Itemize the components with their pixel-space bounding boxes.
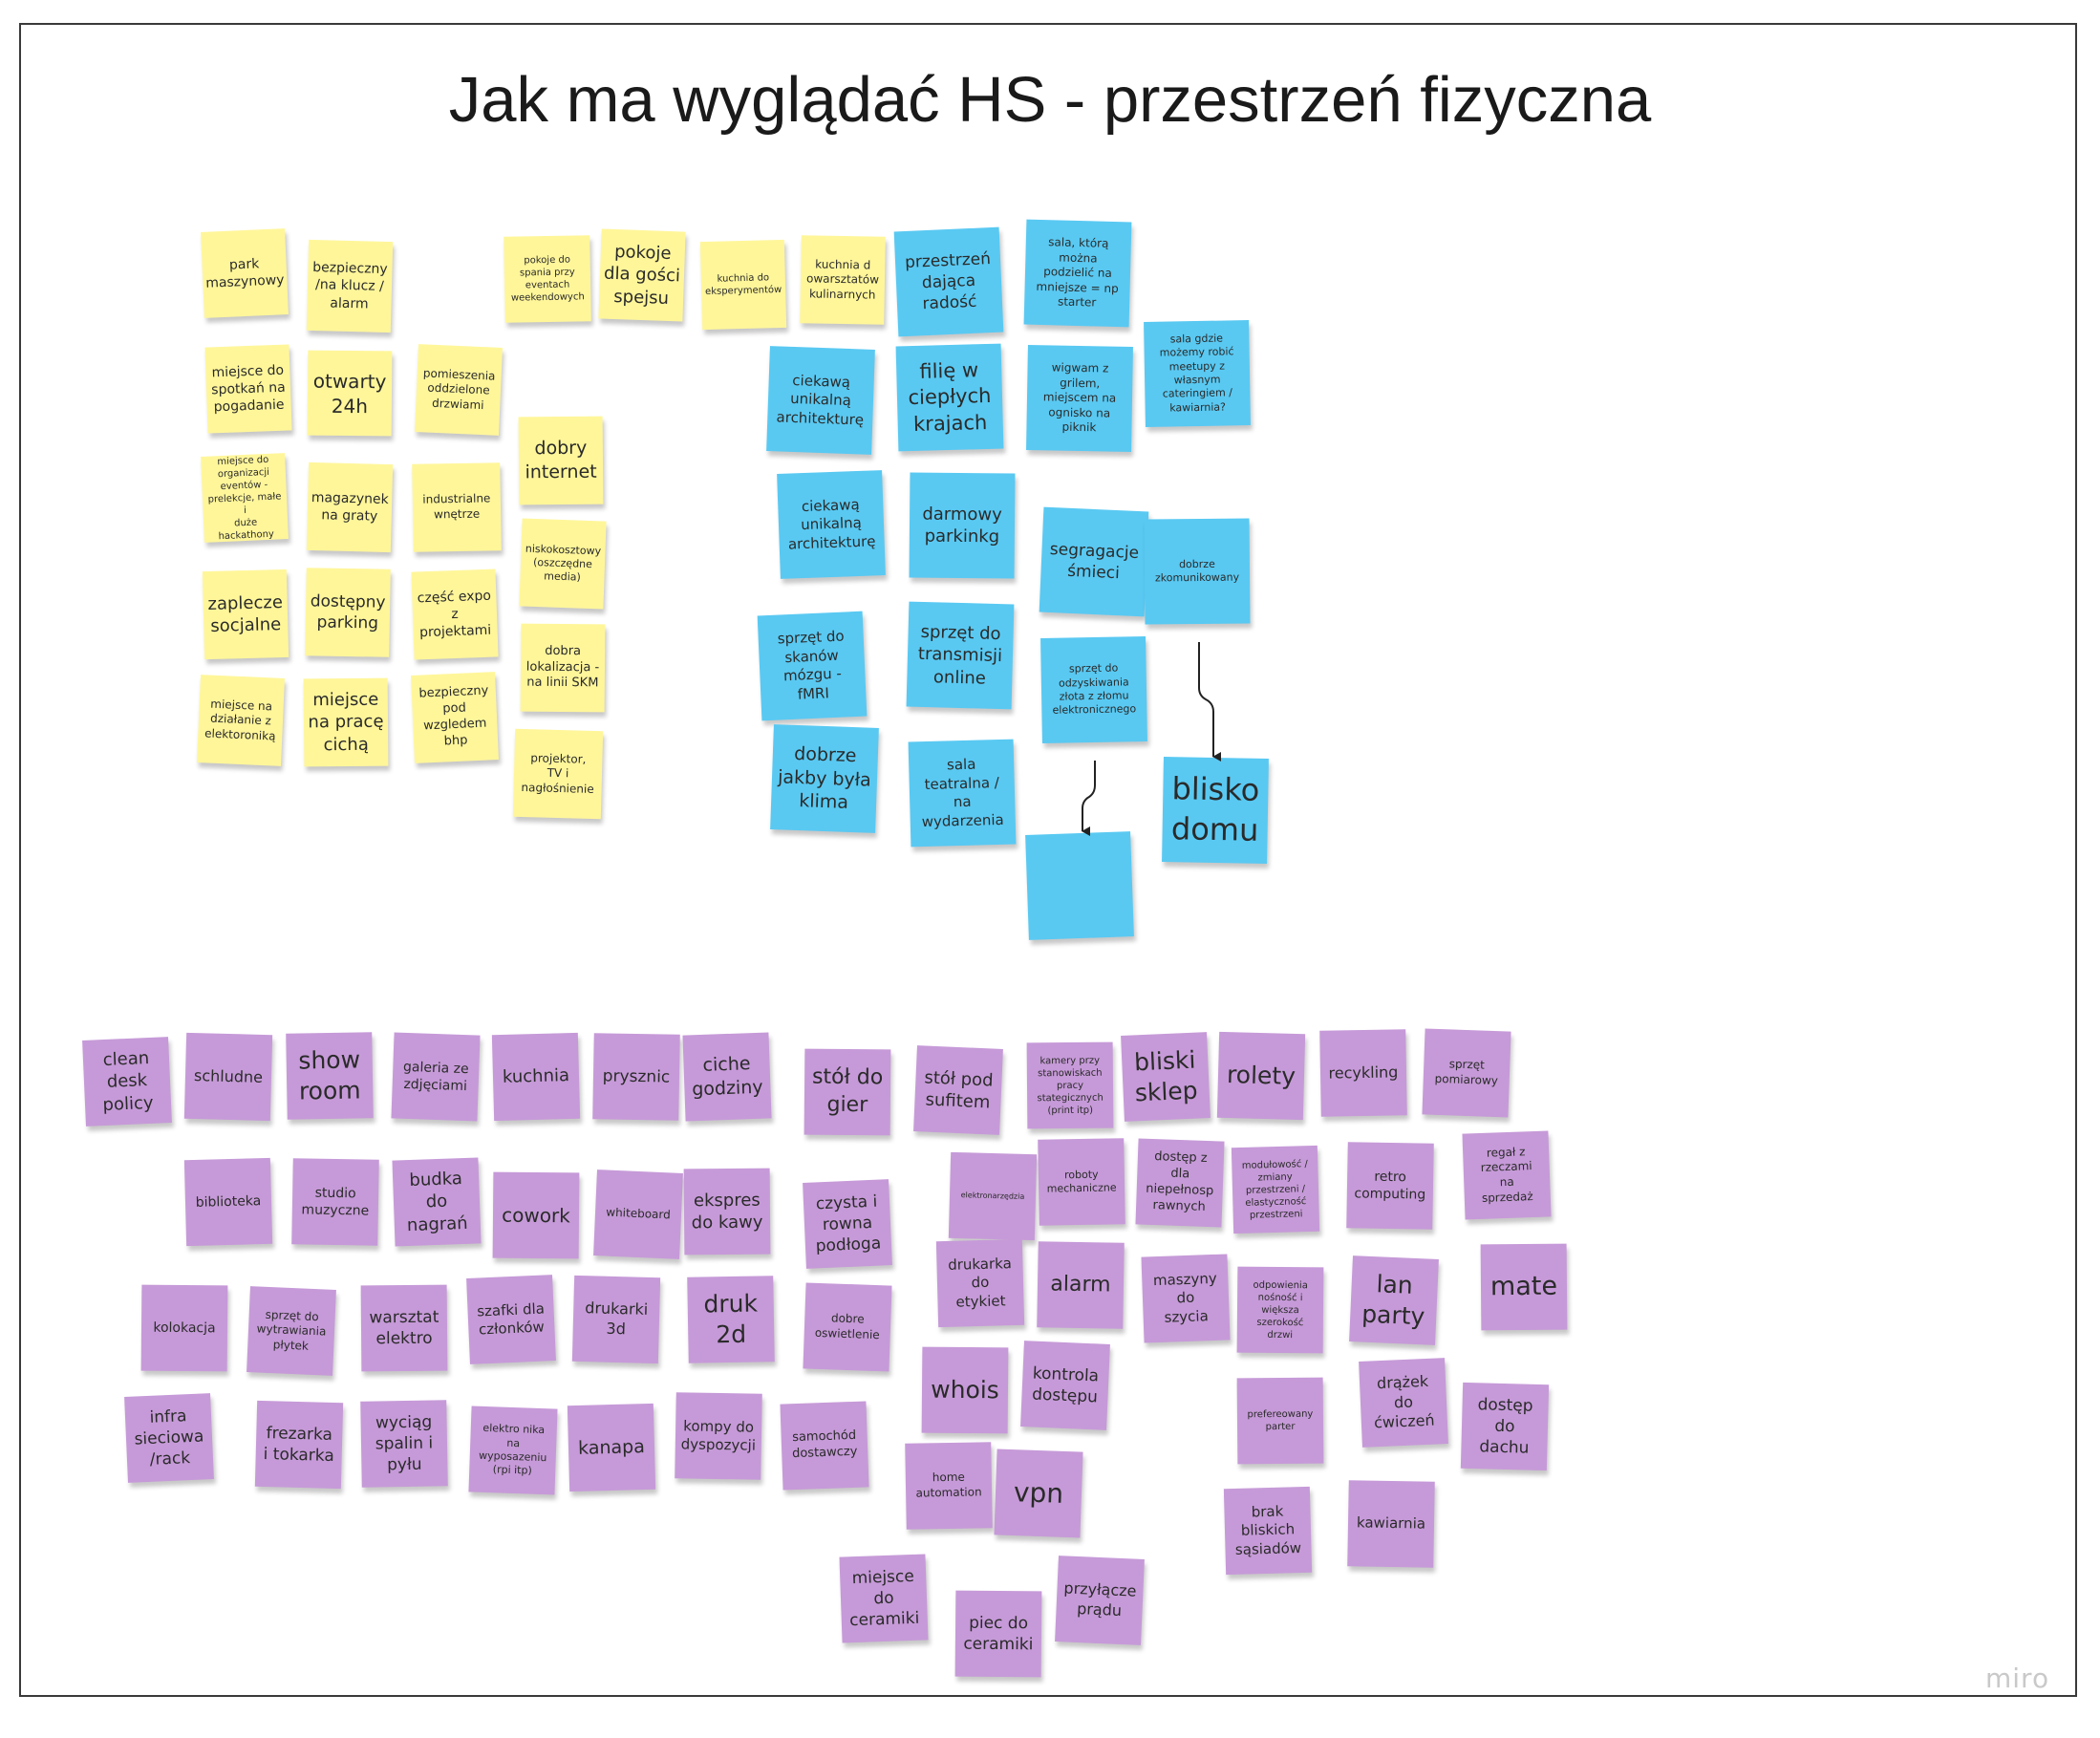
miro-logo: miro [1985, 1663, 2050, 1694]
connector-arrow[interactable] [1198, 642, 1221, 762]
board-title: Jak ma wyglądać HS - przestrzeń fizyczna [448, 64, 1652, 136]
connector-arrow[interactable] [1082, 761, 1096, 836]
board-frame [19, 23, 2077, 1697]
